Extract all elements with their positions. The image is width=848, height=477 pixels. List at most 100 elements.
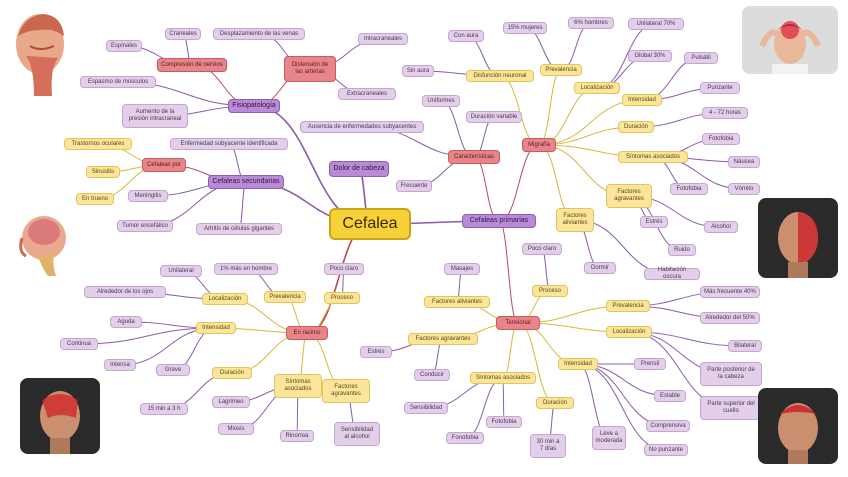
node-leve: Leve a moderada <box>592 426 626 450</box>
node-tumor: Tumor encefálico <box>117 220 173 232</box>
connector-caracteristicas-uniformes <box>440 100 475 158</box>
node-cranales: Craneales <box>165 28 201 40</box>
node-factores-aliviantes-t: Factores aliviantes <box>424 296 490 308</box>
node-grave: Grave <box>156 364 190 376</box>
node-desplazamiento: Desplazamiento de las venas <box>213 28 305 40</box>
node-intracraneales: Intracraneales <box>358 33 408 45</box>
node-distension: Distensión de las arterias <box>284 56 336 82</box>
node-espasmo: Espasmo de músculos <box>80 76 156 88</box>
node-disfuncion: Disfunción neuronal <box>466 70 534 82</box>
node-continua: Continua <box>60 338 98 350</box>
node-aumento-presion: Aumento de la presión intracraneal <box>122 104 188 128</box>
node-localizacion-m: Localización <box>574 82 620 94</box>
node-conducir: Conducir <box>414 369 450 381</box>
node-aguda: Aguda <box>110 316 142 328</box>
man-pain-top-image <box>758 388 838 464</box>
connector-sintomas-t-fonofobia <box>464 377 504 439</box>
connector-intensidad-c-continua <box>78 327 217 345</box>
node-trastornos-oculares: Trastornos oculares <box>64 138 132 150</box>
node-proceso-c: Proceso <box>324 292 360 304</box>
node-fotofobia-m1: Fotofobia <box>702 133 740 145</box>
node-compresion: Compresión de nervios <box>157 58 227 72</box>
node-punzante-m: Punzante <box>700 82 740 94</box>
node-duracion-variable: Duración variable <box>466 111 522 123</box>
node-enfermedad-subyacente: Enfermedad subyacente identificada <box>170 138 288 150</box>
node-unilateral-c: Unilateral <box>160 265 202 277</box>
node-nauseas: Náusea <box>728 156 760 168</box>
node-vomito: Vómito <box>728 183 760 195</box>
node-dormir: Dormir <box>584 262 616 274</box>
node-sinusitis: Sinusitis <box>86 166 120 178</box>
node-poco-claro-t: Poco claro <box>522 243 562 255</box>
node-alcohol: Alcohol <box>704 221 738 233</box>
node-localizacion-t: Localización <box>606 326 652 338</box>
node-prevalencia-c: Prevalencia <box>264 291 306 303</box>
node-central: Cefalea <box>329 208 411 240</box>
node-global-30: Global 30% <box>628 50 672 62</box>
node-sensibilidad: Sensibilidad <box>404 402 448 414</box>
node-con-aura: Con aura <box>448 30 484 42</box>
node-sin-aura: Sin aura <box>402 65 434 77</box>
node-sintomas-m: Síntomas asociados <box>618 151 688 163</box>
node-unilateral-70: Unilateral 70% <box>628 18 684 30</box>
node-no-punzante: No punzante <box>644 444 688 456</box>
man-pain-forehead-image <box>20 378 100 454</box>
node-miosis: Miosis <box>218 423 254 435</box>
node-localizacion-c: Localización <box>202 293 248 305</box>
node-sintomas-t: Síntomas asociados <box>470 372 536 384</box>
man-pain-right-image <box>758 198 838 278</box>
node-fotofobia-t: Fotofobia <box>486 416 522 428</box>
node-cefaleas-primarias: Cefaleas primarias <box>462 214 536 228</box>
node-hombres-6: 6% hombres <box>568 17 614 29</box>
node-sintomas-c: Síntomas asociados <box>274 374 322 398</box>
node-estres-t: Estrés <box>360 346 392 358</box>
node-meningitis: Meningitis <box>128 190 168 202</box>
node-arteritis: Artritis de células gigantes <box>196 223 282 235</box>
node-cefaleas-secundarias: Cefaleas secundarias <box>208 175 284 189</box>
node-duracion-m: Duración <box>618 121 654 133</box>
node-lagrimeo: Lagrimeo <box>212 396 250 408</box>
node-bilateral: Bilateral <box>728 340 762 352</box>
node-ausencia: Ausencia de enfermedades subyacentes <box>300 121 424 133</box>
node-factores-agravantes-c: Factores agravantes <box>322 379 370 403</box>
connector-cefaleas-primarias-migrana <box>498 144 540 222</box>
node-en-trueno: En trueno <box>76 193 114 205</box>
connector-cefaleas-primarias-caracteristicas <box>473 156 500 222</box>
node-migrana: Migraña <box>522 138 556 152</box>
node-factores-aliviantes-m: Factores aliviantes <box>556 208 594 232</box>
node-masajes: Masajes <box>444 263 480 275</box>
node-mas-hombre: 1% más en hombre <box>214 263 278 275</box>
node-prensil: Prensil <box>634 358 666 370</box>
connector-central-en-racimo <box>306 223 371 334</box>
node-mujeres-15: 15% mujeres <box>503 22 547 34</box>
node-alrededor-ojos: Alrededor de los ojos <box>84 286 166 298</box>
node-caracteristicas: Características <box>448 150 500 164</box>
node-tensional: Tensional <box>496 316 540 330</box>
node-parte-superior: Parte superior del cuello <box>700 396 762 420</box>
node-intensa: Intensa <box>104 359 136 371</box>
node-habitacion: Habitación oscura <box>644 267 700 280</box>
node-proceso-t: Proceso <box>532 285 568 297</box>
node-espinales: Espinales <box>106 40 142 52</box>
node-estres: Estrés <box>640 216 668 228</box>
node-alrededor-50: Alrededor del 50% <box>700 312 760 324</box>
node-pulsatil: Pulsátil <box>684 52 718 64</box>
node-intensidad-m: Intensidad <box>622 94 662 106</box>
head-brain-anatomy-image <box>8 208 74 278</box>
node-factores-agravantes-t: Factores agravantes <box>408 333 478 345</box>
node-cefaleas-por: Cefaleas por <box>142 158 186 172</box>
connector-tensional-sintomas-t <box>502 322 519 379</box>
node-intensidad-t: Intensidad <box>558 358 598 370</box>
node-mas-frecuente: Más frecuente 40% <box>700 286 760 298</box>
node-poco-claro-c: Poco claro <box>324 263 364 275</box>
connector-tensional-duracion-t <box>517 322 556 404</box>
node-uniformes: Uniformes <box>422 95 460 107</box>
node-fotofobia-m2: Fotofobia <box>670 183 708 195</box>
node-fonofobia: Fonofobia <box>446 432 484 444</box>
node-intensidad-c: Intensidad <box>196 322 236 334</box>
node-horas: 4 - 72 horas <box>702 107 748 119</box>
node-duracion-t: Duración <box>536 397 574 409</box>
node-comprensiva: Comprensiva <box>646 420 690 432</box>
node-sensibilidad-alcohol: Sensibilidad al alcohol <box>334 422 380 446</box>
head-anatomy-muscles-image <box>4 6 76 98</box>
